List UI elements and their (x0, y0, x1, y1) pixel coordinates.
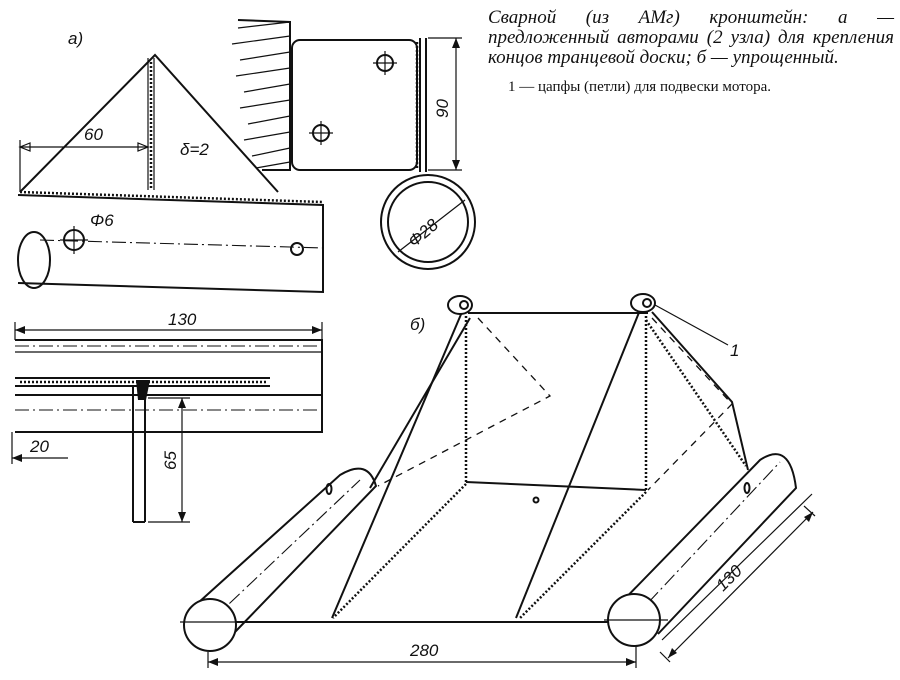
tube-diameter-label: Φ28 (404, 215, 442, 251)
dim-65-label: 65 (161, 451, 180, 470)
view-b-isometric (180, 293, 816, 668)
callout-1-label: 1 (730, 341, 739, 360)
dim-280-label: 280 (409, 641, 439, 660)
dim-20-label: 20 (29, 437, 49, 456)
caption-title: Сварной (из АМг) кронштейн: а — предложе… (488, 7, 894, 68)
dim-90-label: 90 (433, 99, 452, 118)
dim-60-label: 60 (84, 125, 103, 144)
caption-note: 1 — цапфы (петли) для подвески мотора. (508, 79, 771, 95)
hole-diameter-label: Φ6 (90, 211, 114, 230)
view-a-end-projection (231, 19, 476, 270)
view-a-label: а) (68, 29, 83, 48)
thickness-label: δ=2 (180, 140, 209, 159)
figure-caption: Сварной (из АМг) кронштейн: а — предложе… (488, 8, 894, 96)
view-a-side-projection (17, 53, 326, 294)
dim-130-tube-label: 130 (712, 561, 746, 595)
view-b-label: б) (410, 315, 425, 334)
dim-130-top-label: 130 (168, 310, 197, 329)
view-a-section (11, 322, 323, 523)
